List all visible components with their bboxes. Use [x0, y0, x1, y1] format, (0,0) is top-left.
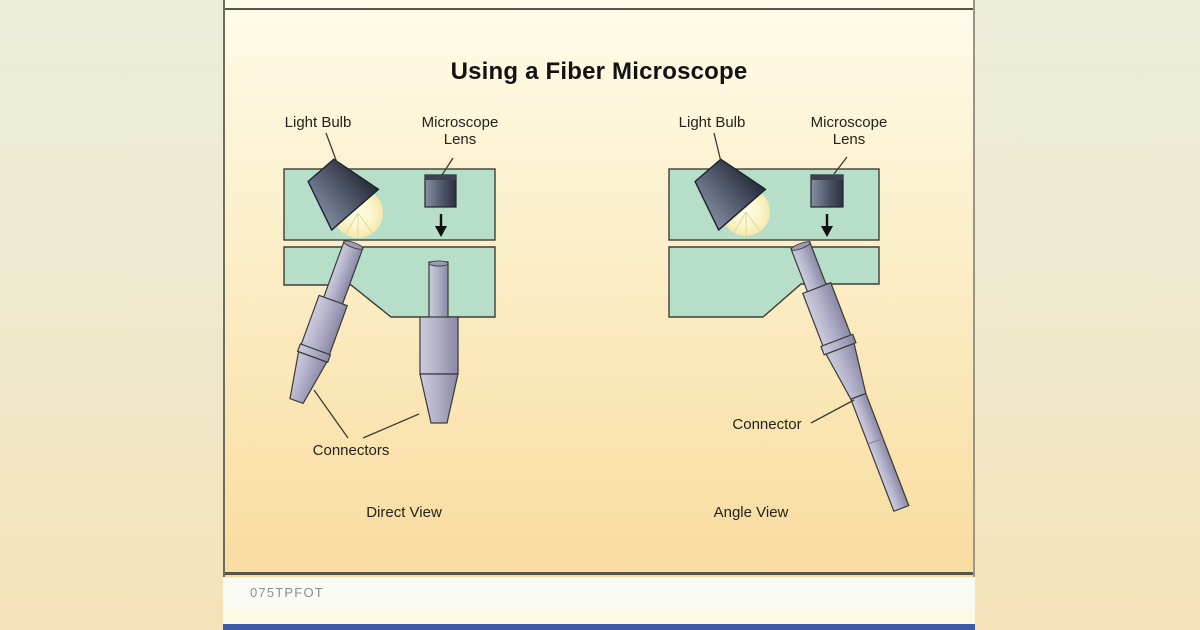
diagram-canvas [283, 132, 910, 513]
label-light-bulb: Light Bulb [284, 114, 352, 131]
down-arrow-icon [821, 214, 833, 237]
lamp-cone [694, 158, 767, 232]
fiber-microscope-figure: Using a Fiber Microscope Light Bulb Micr… [223, 0, 975, 577]
leader-line [441, 157, 454, 176]
leader-line [713, 132, 723, 167]
label-connectors: Connectors [312, 442, 390, 459]
lamp-cone [307, 158, 380, 232]
caption-direct-view: Direct View [366, 504, 442, 521]
label-microscope-lens: Microscope Lens [810, 114, 888, 149]
caption-angle-view: Angle View [713, 504, 789, 521]
light-bulb-icon [307, 158, 383, 238]
angle-view-diagram [668, 132, 910, 513]
microscope-lens-icon [810, 174, 844, 208]
microscope-block-bottom [668, 246, 880, 318]
leader-line [810, 399, 855, 424]
connector-shape [419, 260, 459, 424]
label-microscope-lens: Microscope Lens [421, 114, 499, 149]
image-code: 075TPFOT [250, 585, 324, 600]
label-light-bulb: Light Bulb [678, 114, 746, 131]
page-title: Using a Fiber Microscope [450, 58, 748, 85]
footer-bar [223, 624, 975, 630]
leader-line [313, 389, 349, 439]
figure-column: Using a Fiber Microscope Light Bulb Micr… [223, 0, 975, 630]
microscope-lens-icon [424, 174, 457, 208]
bottom-strip [223, 609, 975, 624]
connector-shape [289, 239, 364, 405]
caption-strip: 075TPFOT [223, 577, 975, 609]
direct-view-diagram [283, 132, 496, 439]
leader-line [362, 413, 420, 439]
leader-line [325, 132, 340, 169]
down-arrow-icon [435, 214, 447, 237]
figure-border [225, 8, 973, 575]
connector-shape [790, 240, 910, 513]
leader-line [833, 156, 848, 175]
label-connector: Connector [732, 416, 802, 433]
light-bulb-icon [694, 158, 770, 237]
